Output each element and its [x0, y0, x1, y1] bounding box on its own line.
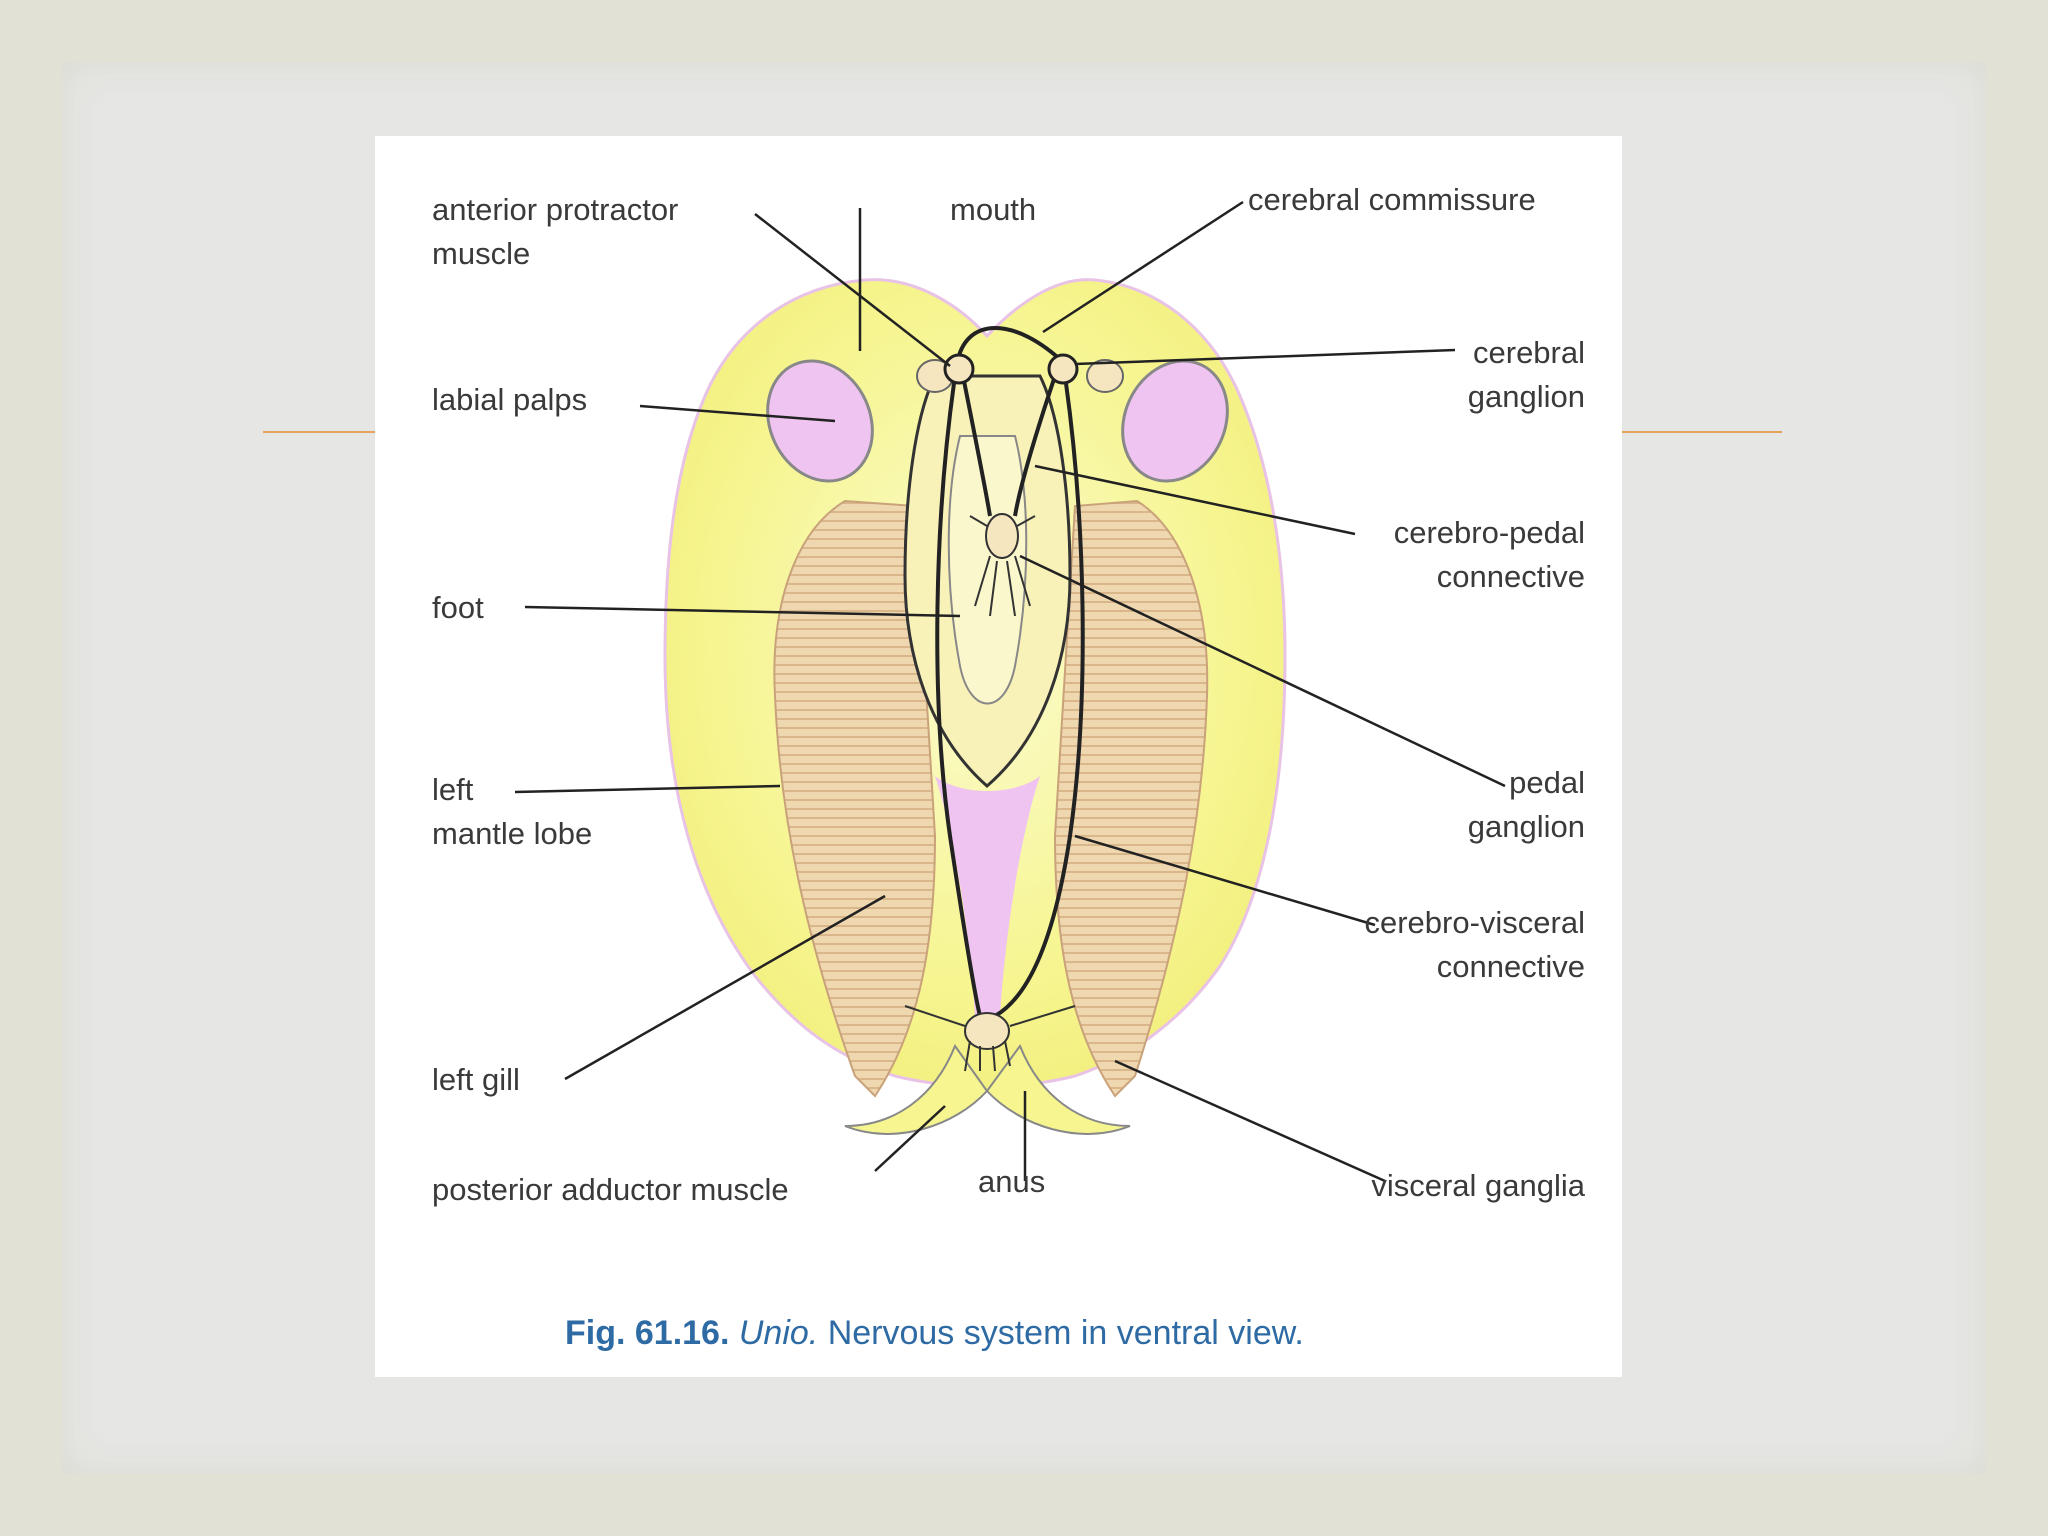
label-left-mantle-lobe: left mantle lobe — [432, 772, 593, 851]
slide-rule-left — [263, 431, 375, 433]
diagram-drawing — [514, 200, 1506, 1183]
visceral-mass — [935, 776, 1040, 1016]
figure-unio-nervous-system: anterior protractor muscle mouth cerebra… — [375, 136, 1622, 1377]
figure-caption: Fig. 61.16. Unio. Nervous system in vent… — [565, 1314, 1304, 1353]
label-anterior-protractor-muscle: anterior protractor muscle — [432, 192, 679, 271]
cerebral-ganglion-right — [1047, 353, 1079, 385]
cerebral-ganglion-left — [943, 353, 975, 385]
cerebral-commissure — [955, 326, 1067, 366]
cerebro-visceral-right — [994, 375, 1085, 1018]
cerebro-pedal-left — [961, 375, 992, 517]
label-pedal-ganglion: pedal ganglion — [1467, 765, 1585, 844]
caption-fig-number: Fig. 61.16. — [565, 1314, 730, 1352]
labial-palp-right — [1121, 359, 1229, 483]
left-gill — [773, 499, 937, 1098]
label-visceral-ganglia: visceral ganglia — [1371, 1168, 1585, 1203]
cerebro-pedal-right — [1013, 375, 1057, 517]
leader-lines — [514, 200, 1506, 1183]
slide-rule-right — [1622, 431, 1782, 433]
label-cerebral-commissure: cerebral commissure — [1248, 182, 1536, 217]
nervous-system — [935, 326, 1085, 1018]
visceral-ganglia — [904, 1005, 1076, 1072]
label-mouth: mouth — [950, 192, 1037, 227]
caption-genus: Unio. — [738, 1314, 819, 1352]
cerebro-visceral-left — [935, 375, 982, 1017]
label-labial-palps: labial palps — [432, 382, 588, 417]
label-left-gill: left gill — [432, 1062, 520, 1097]
label-cerebro-pedal-connective: cerebro-pedal connective — [1393, 515, 1585, 594]
label-posterior-adductor-muscle: posterior adductor muscle — [432, 1172, 789, 1207]
right-gill — [1053, 499, 1209, 1098]
label-cerebro-visceral-connective: cerebro-visceral connective — [1364, 905, 1585, 984]
label-foot: foot — [432, 590, 484, 625]
label-anus: anus — [978, 1164, 1046, 1199]
caption-text: Nervous system in ventral view. — [827, 1314, 1304, 1352]
pedal-ganglion — [969, 513, 1036, 617]
label-cerebral-ganglion: cerebral ganglion — [1467, 335, 1585, 414]
